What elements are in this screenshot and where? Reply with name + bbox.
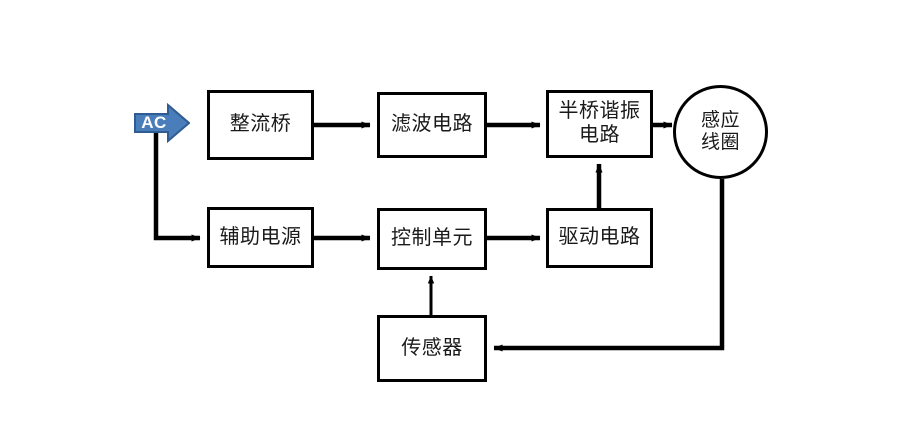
node-driver-circuit-label: 驱动电路 (558, 226, 641, 249)
node-rectifier[interactable]: 整流桥 (207, 90, 314, 160)
node-sensor-label: 传感器 (401, 336, 463, 359)
node-control-unit[interactable]: 控制单元 (377, 208, 487, 270)
node-half-bridge-resonant-circuit[interactable]: 半桥谐振 电路 (546, 90, 653, 158)
node-induction-coil[interactable]: 感应 线圈 (673, 85, 768, 179)
connector-ac-to-auxpower (153, 128, 201, 242)
node-filter-circuit-label: 滤波电路 (391, 113, 473, 136)
node-sensor[interactable]: 传感器 (377, 315, 487, 382)
ac-source-arrow-icon (134, 103, 190, 143)
node-auxiliary-power-supply[interactable]: 辅助电源 (207, 207, 314, 268)
node-induction-coil-label: 感应 线圈 (700, 109, 740, 153)
node-driver-circuit[interactable]: 驱动电路 (546, 208, 653, 268)
node-rectifier-label: 整流桥 (229, 113, 292, 136)
node-control-unit-label: 控制单元 (391, 227, 473, 250)
node-half-bridge-resonant-circuit-label: 半桥谐振 电路 (558, 100, 641, 146)
node-auxiliary-power-supply-label: 辅助电源 (219, 225, 302, 248)
node-filter-circuit[interactable]: 滤波电路 (377, 92, 487, 158)
